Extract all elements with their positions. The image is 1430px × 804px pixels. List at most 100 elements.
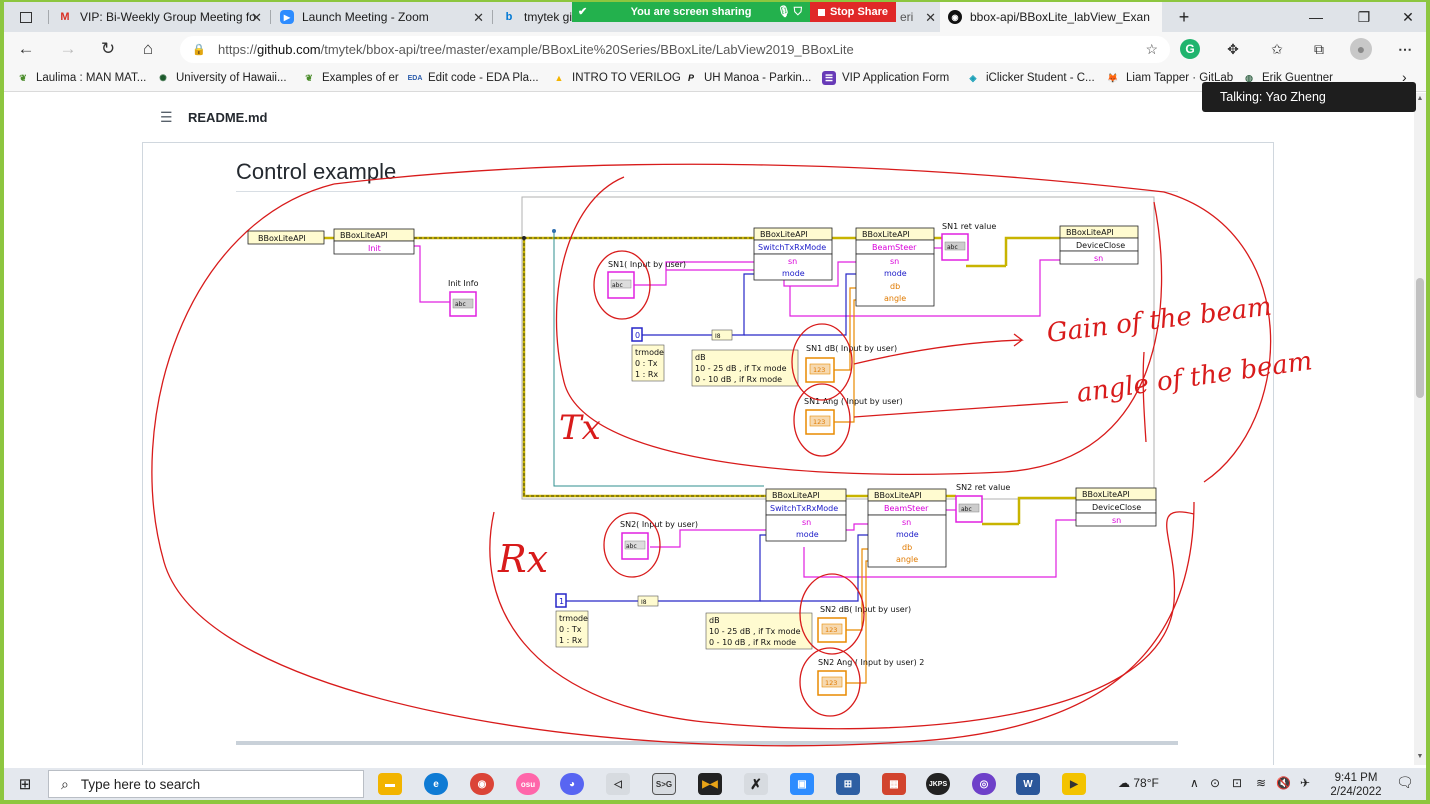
sn1-switch-mode-node[interactable]: BBoxLiteAPI SwitchTxRxMode sn mode [753,227,833,281]
back-button[interactable]: ← [12,37,40,61]
profile-avatar[interactable]: ● [1350,38,1372,60]
bookmark-item[interactable]: 🦊Liam Tapper · GitLab [1106,71,1233,85]
tray-app-icon[interactable]: ⊡ [1232,776,1243,790]
sn1-input-control[interactable]: SN1( Input by user) abc [607,260,686,299]
tab-gmail[interactable]: M VIP: Bi-Weekly Group Meeting fo ✕ [50,2,270,32]
init-node[interactable]: BBoxLiteAPI Init [333,228,415,255]
restore-button[interactable]: ❐ [1357,8,1371,25]
tab-github-active[interactable]: ◉ bbox-api/BBoxLite_labView_Exan [940,2,1162,32]
bookmark-item[interactable]: ◈iClicker Student - C... [966,71,1095,85]
notifications-icon[interactable]: 🗨 [1396,774,1414,790]
handwritten-annotations [151,163,1272,747]
leaf-icon: ❦ [19,72,27,83]
cloud-icon: ☁ [1118,776,1130,790]
wifi-icon[interactable]: ≋ [1256,776,1267,790]
bookmark-item[interactable]: ☰VIP Application Form [822,71,949,85]
taskbar-search[interactable]: ⌕ Type here to search [48,770,364,798]
mic-muted-icon[interactable]: ✈ [1300,776,1311,790]
close-tab-icon[interactable]: ✕ [251,10,262,25]
outline-list-icon[interactable]: ☰ [160,109,173,125]
close-window-button[interactable]: ✕ [1402,8,1414,25]
tab-actions-button[interactable] [12,2,48,32]
xilinx-icon[interactable]: ✗ [744,773,768,795]
volume-icon[interactable]: 🔇 [1276,776,1291,790]
sn1-device-close-node[interactable]: BBoxLiteAPI DeviceClose sn [1059,225,1139,265]
bookmarks-more-button[interactable]: › [1402,69,1407,85]
jkps-icon[interactable]: JKPS [926,773,950,795]
tab-zoom[interactable]: ▶ Launch Meeting - Zoom ✕ [272,2,492,32]
favorites-icon[interactable]: ✩ [1271,40,1283,57]
bookmark-item[interactable]: ❦Examples of er [302,71,398,85]
reload-button[interactable]: ↻ [94,37,122,61]
sn1-db-control[interactable]: SN1 dB( Input by user) 123 [805,344,897,383]
word-icon[interactable]: W [1016,773,1040,795]
tab-bing[interactable]: b tmytek git [494,2,572,32]
taskbar-clock[interactable]: 9:41 PM 2/24/2022 [1326,771,1386,799]
tab-partial[interactable]: eri ✕ [896,2,940,32]
bookmark-label: Edit code - EDA Pla... [428,72,539,84]
stop-share-button[interactable]: Stop Share [810,2,896,22]
add-favorite-icon[interactable]: ☆ [1145,41,1158,57]
discord-icon[interactable]: ◕ [560,773,584,795]
menu-dots-icon[interactable]: ⋯ [1398,40,1412,57]
image-horizontal-scrollbar[interactable] [236,741,1178,745]
meet-now-icon[interactable]: ⊙ [1210,776,1221,790]
cursor-app-icon[interactable]: ◁ [606,773,630,795]
sn2-mode-constant[interactable]: 1 [555,593,567,608]
new-tab-button[interactable]: + [1178,6,1190,27]
sn1-angle-control[interactable]: SN1 Ang ( Input by user) 123 [804,397,903,435]
control-label: SN1( Input by user) [608,260,686,269]
sn2-switch-mode-node[interactable]: BBoxLiteAPI SwitchTxRxMode sn mode [765,488,847,542]
edge-icon[interactable]: e [424,773,448,795]
osu-icon[interactable]: osu [516,773,540,795]
cad-app-icon[interactable]: S>G [652,773,676,795]
node-method-text: BeamSteer [872,243,917,252]
forward-button[interactable]: → [54,37,82,61]
ink-stroke [151,183,1195,747]
sn1-db-note: dB 10 - 25 dB , if Tx mode 0 - 10 dB , i… [691,349,799,387]
scroll-thumb[interactable] [1416,278,1424,398]
sn2-beam-steer-node[interactable]: BBoxLiteAPI BeamSteer sn mode db angle [867,488,947,568]
extensions-icon[interactable]: ✥ [1227,40,1239,57]
network-app-icon[interactable]: ⊞ [836,773,860,795]
grammarly-icon[interactable]: G [1180,39,1200,59]
error-wire-core [414,237,766,497]
collections-icon[interactable]: ⧉ [1314,40,1324,57]
home-button[interactable]: ⌂ [134,37,162,61]
annotation-tx: Tx [559,408,601,448]
address-bar[interactable]: 🔒 https://github.com/tmytek/bbox-api/tre… [180,36,1170,63]
port-label: sn [788,257,797,266]
page-scrollbar[interactable]: ▲ ▼ [1414,93,1426,765]
gallery-app-icon[interactable]: ▦ [882,773,906,795]
file-explorer-icon[interactable]: ▬ [378,773,402,795]
sn2-input-control[interactable]: SN2( Input by user) abc [620,520,698,560]
labview-icon[interactable]: ▶ [1062,773,1086,795]
reload-icon: ↻ [100,39,116,58]
close-tab-icon[interactable]: ✕ [925,10,936,25]
zoom-taskbar-icon[interactable]: ▣ [790,773,814,795]
close-tab-icon[interactable]: ✕ [473,10,484,25]
sn1-beam-steer-node[interactable]: BBoxLiteAPI BeamSteer sn mode db angle [855,227,935,307]
scroll-down-icon[interactable]: ▼ [1416,753,1424,760]
weather-widget[interactable]: ☁ 78°F [1118,776,1159,790]
sn2-db-control[interactable]: SN2 dB( Input by user) 123 [817,605,911,643]
scroll-up-icon[interactable]: ▲ [1416,95,1424,102]
sn2-device-close-node[interactable]: BBoxLiteAPI DeviceClose sn [1075,487,1157,527]
game-app-icon[interactable]: ▶◀ [698,773,722,795]
bookmark-item[interactable]: ❦Laulima : MAN MAT... [16,71,146,85]
tray-chevron-icon[interactable]: ∧ [1190,776,1199,790]
sn1-mode-constant[interactable]: 0 [631,327,643,342]
bookmark-item[interactable]: ▲INTRO TO VERILOG [552,71,681,85]
github-desktop-icon[interactable]: ◎ [972,773,996,795]
bboxlite-api-class-constant[interactable]: BBoxLiteAPI [247,230,325,245]
share-banner-label: You are screen sharing [630,6,752,18]
minimize-button[interactable]: — [1309,9,1323,25]
sn2-angle-control[interactable]: SN2 Ang ( Input by user) 2 123 [817,658,924,696]
convert-type-text: I8 [715,333,721,340]
bookmark-item[interactable]: ✺University of Hawaii... [156,71,286,85]
chrome-icon[interactable]: ◉ [470,773,494,795]
start-button[interactable]: ⊞ [10,772,40,796]
bookmark-item[interactable]: ◍Erik Guentner [1242,71,1333,85]
